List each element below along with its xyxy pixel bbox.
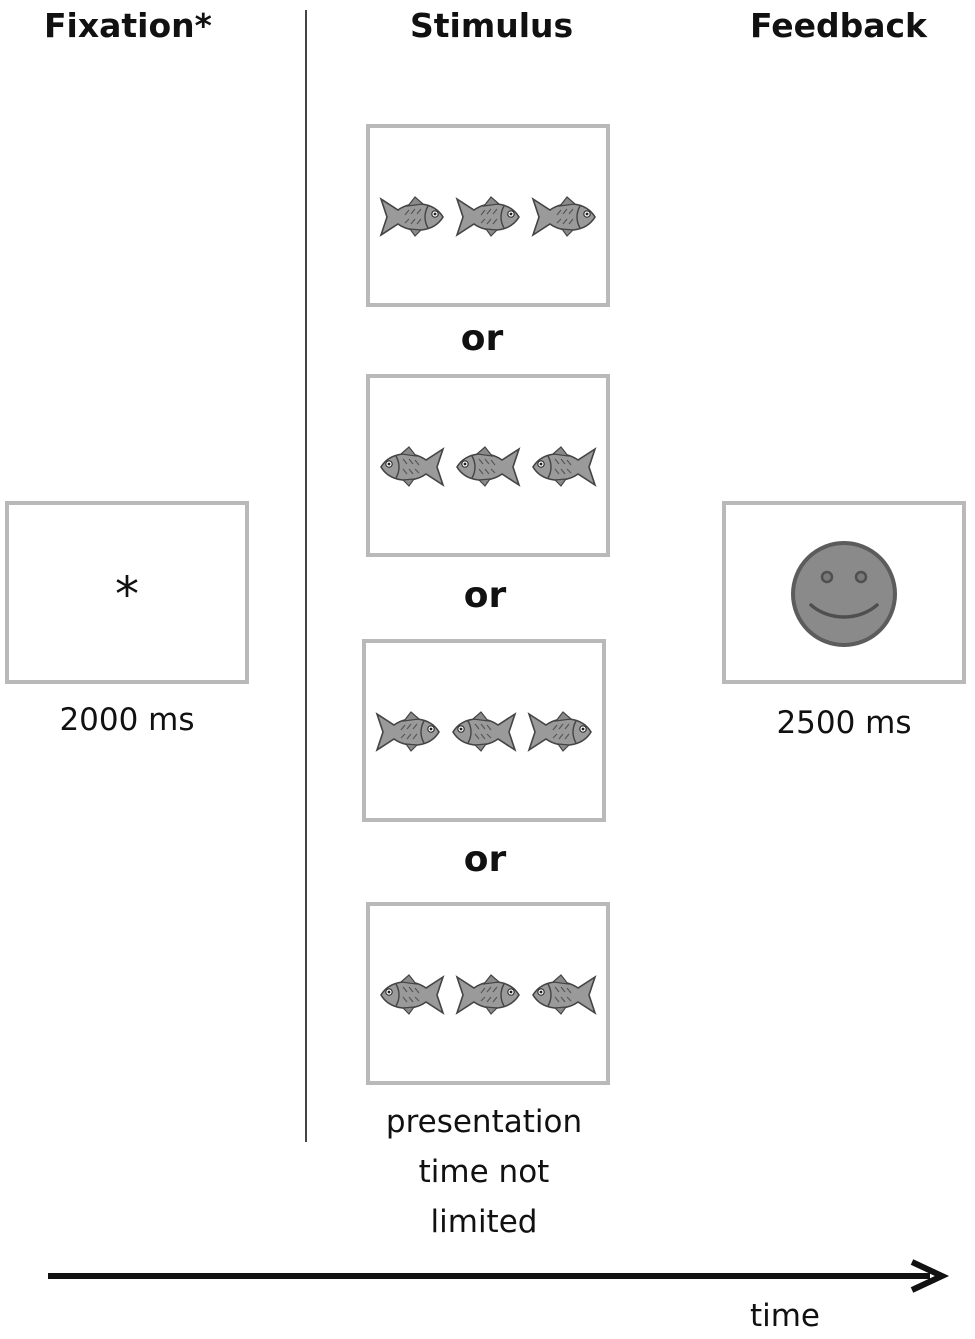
time-label: time <box>749 1298 821 1334</box>
feedback-header: Feedback <box>750 6 927 45</box>
feedback-screen <box>722 501 966 684</box>
fish-icon <box>456 196 520 237</box>
fish-row <box>376 192 600 242</box>
fish-icon <box>452 711 516 752</box>
fish-row <box>376 970 600 1020</box>
feedback-duration: 2500 ms <box>776 705 912 741</box>
or-separator: or <box>463 839 507 880</box>
fish-icon <box>380 446 444 487</box>
stimulus-duration-line-3: limited <box>430 1204 538 1240</box>
phase-divider <box>305 10 307 1142</box>
fish-icon <box>532 974 596 1015</box>
fish-icon <box>376 711 440 752</box>
fish-row <box>372 707 596 757</box>
stimulus-duration-line-2: time not <box>418 1154 550 1190</box>
smiley-face-icon <box>791 541 897 647</box>
fish-row <box>376 442 600 492</box>
stimulus-duration-line-1: presentation <box>385 1104 583 1140</box>
fish-icon <box>456 446 520 487</box>
or-separator: or <box>460 318 504 359</box>
stimulus-screen-2 <box>366 374 610 557</box>
fish-icon <box>380 974 444 1015</box>
fish-icon <box>532 446 596 487</box>
stimulus-screen-1 <box>366 124 610 307</box>
fixation-header: Fixation* <box>44 6 212 45</box>
stimulus-screen-4 <box>366 902 610 1085</box>
time-arrow <box>48 1259 950 1293</box>
stimulus-screen-3 <box>362 639 606 822</box>
fish-icon <box>456 974 520 1015</box>
fish-icon <box>528 711 592 752</box>
stimulus-header: Stimulus <box>410 6 574 45</box>
fixation-duration: 2000 ms <box>59 702 195 738</box>
fixation-cross: * <box>115 567 139 623</box>
fish-icon <box>380 196 444 237</box>
or-separator: or <box>463 575 507 616</box>
fixation-screen: * <box>5 501 249 684</box>
fish-icon <box>532 196 596 237</box>
